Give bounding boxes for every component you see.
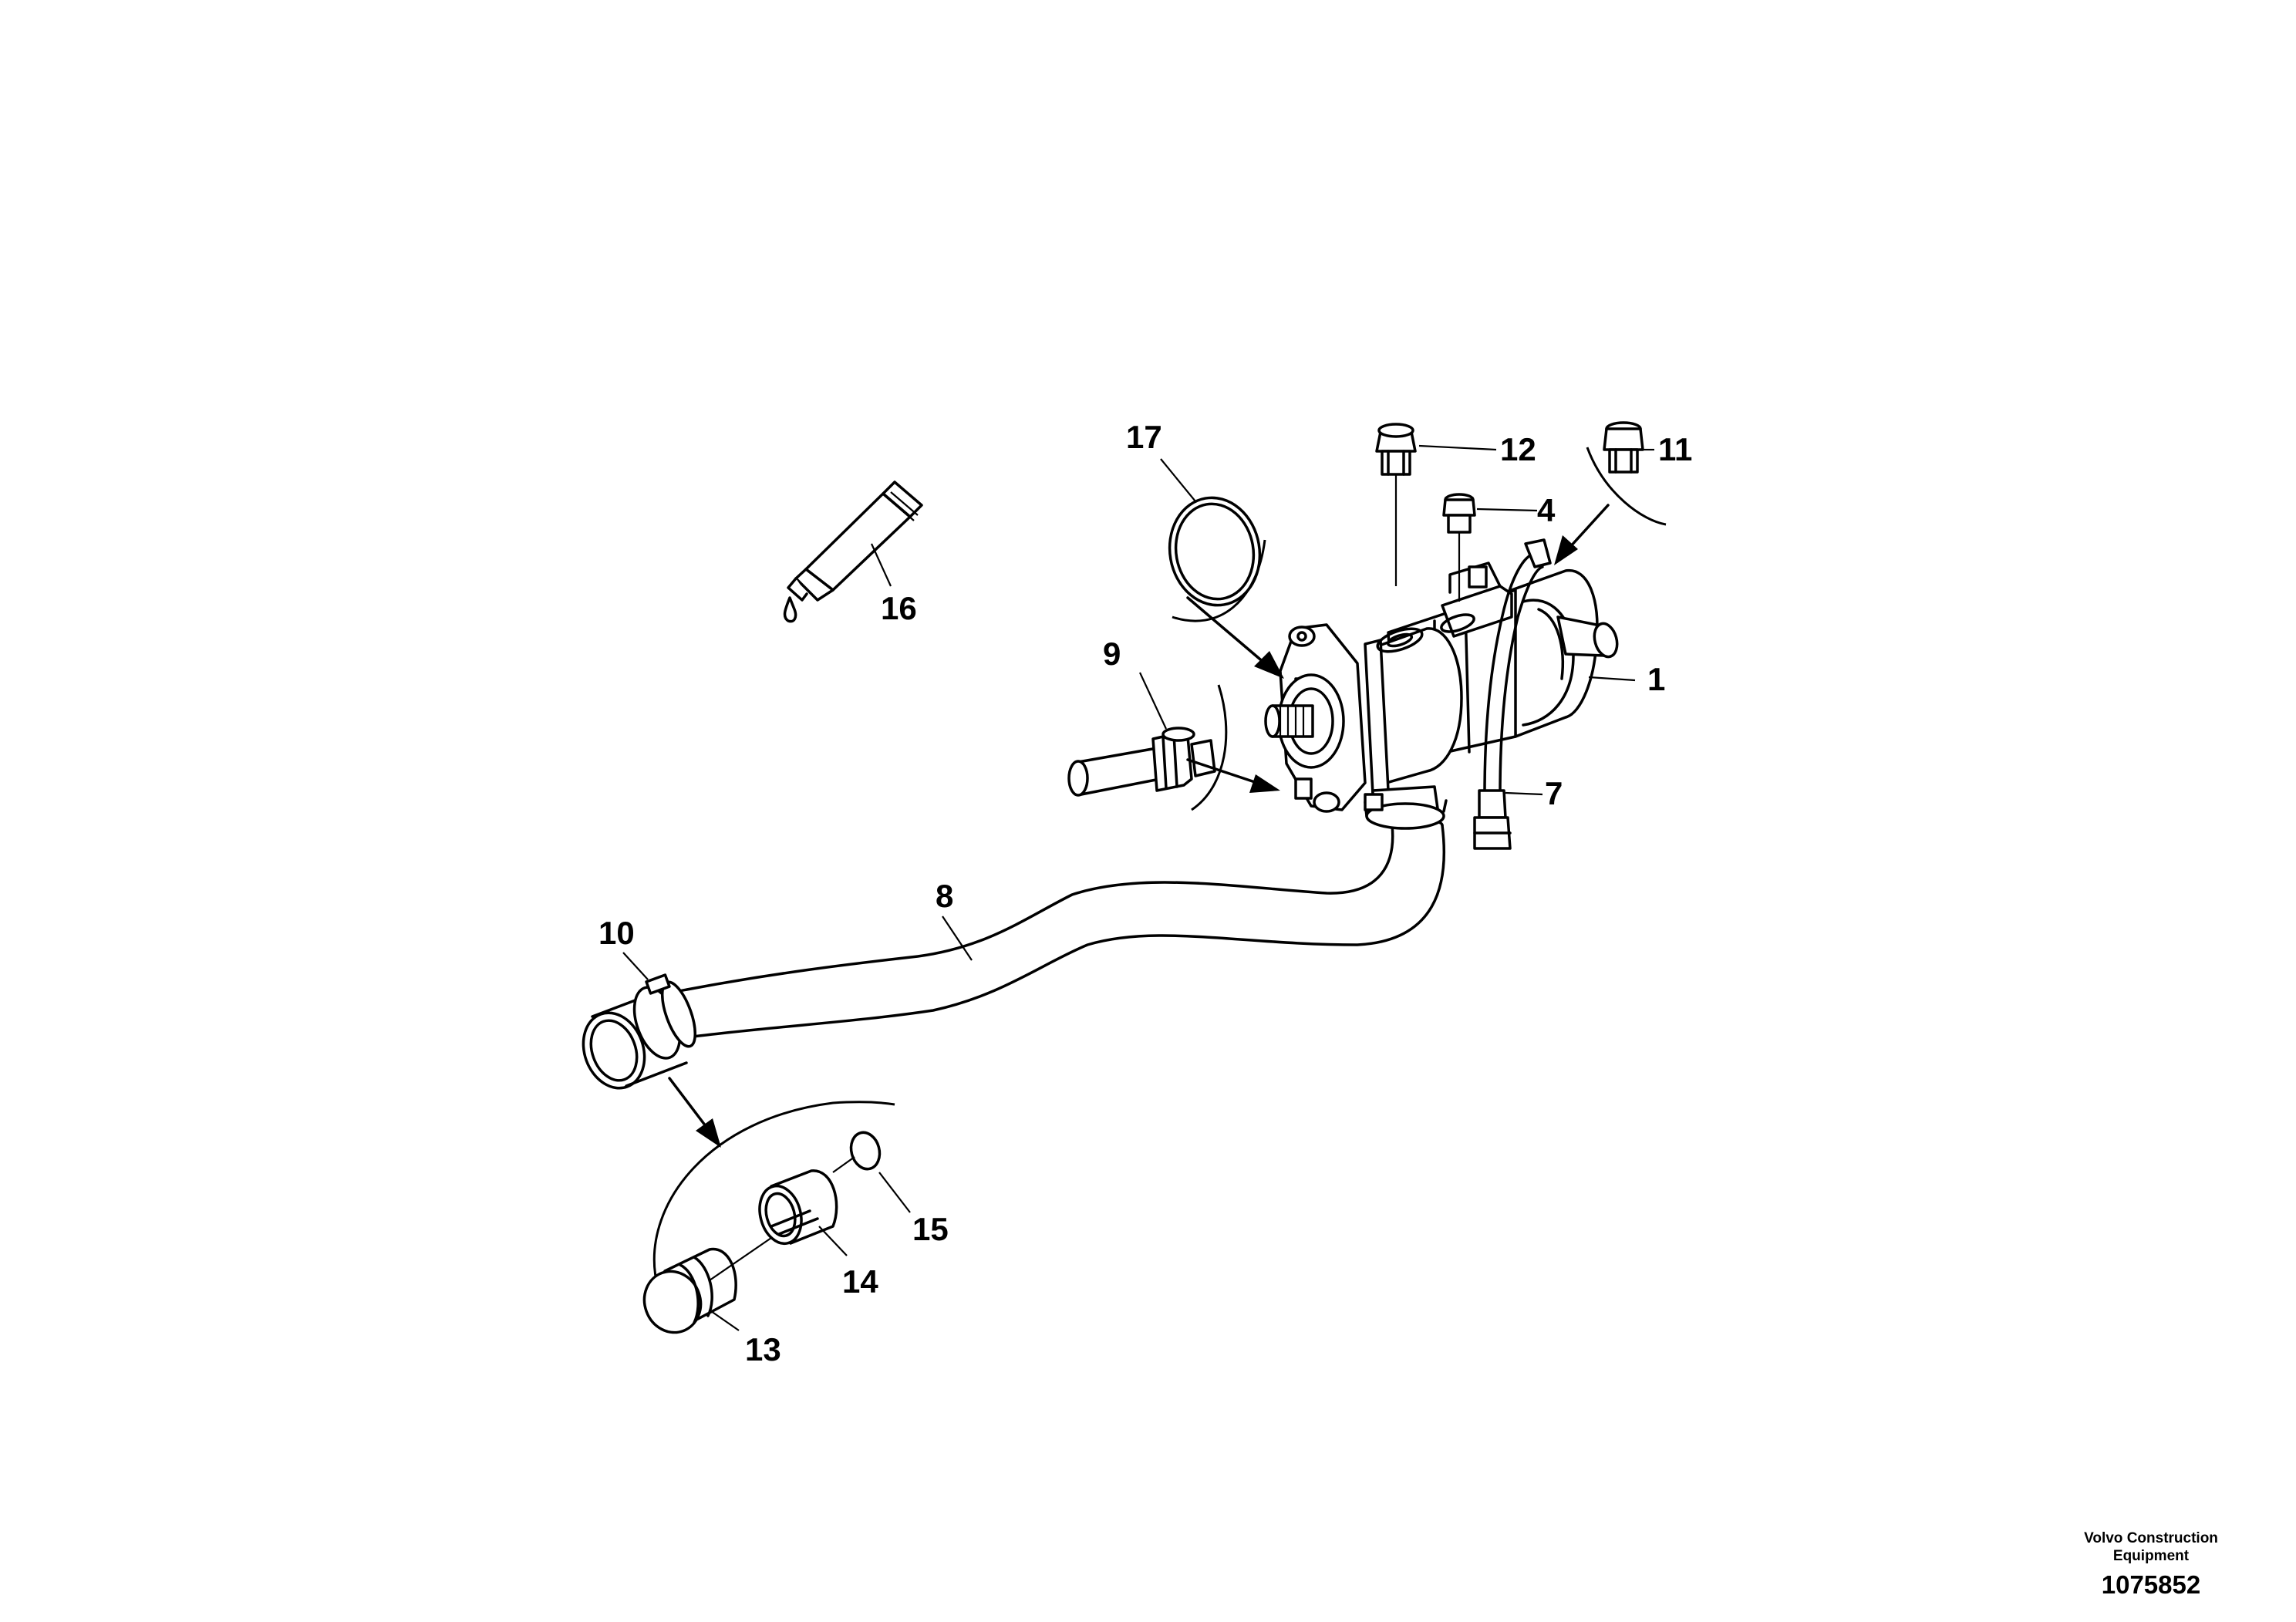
company-name-line2: Equipment <box>2112 1548 2190 1564</box>
bushing-part-13 <box>642 1247 737 1334</box>
company-name-line1: Volvo Construction <box>2084 1530 2218 1546</box>
pointer-arrows <box>668 504 1610 1148</box>
leader-lines <box>622 444 1654 1331</box>
hydraulic-pump-part-1 <box>1264 561 1619 830</box>
callout-7: 7 <box>1545 775 1563 811</box>
callout-8: 8 <box>936 878 953 914</box>
sleeve-part-14 <box>758 1169 838 1246</box>
shaft-plug-part-9 <box>1067 727 1216 797</box>
callout-15: 15 <box>912 1211 949 1247</box>
fitting-part-11 <box>1603 421 1644 474</box>
callout-4: 4 <box>1537 492 1556 528</box>
callout-1: 1 <box>1647 661 1665 697</box>
sealant-tube-part-16 <box>783 481 923 623</box>
callout-13: 13 <box>745 1331 781 1367</box>
callout-12: 12 <box>1500 431 1536 467</box>
hose-part-8 <box>677 818 1445 1039</box>
callout-14: 14 <box>842 1263 878 1300</box>
callout-10: 10 <box>598 915 635 951</box>
hose-end-coupling-part-10 <box>582 973 697 1090</box>
drawing-footer: Volvo Construction Equipment 1075852 <box>2051 1529 2251 1600</box>
o-ring-part-17 <box>1168 496 1262 607</box>
seal-washer-part-15 <box>849 1131 882 1171</box>
detail-view-arcs <box>652 447 1667 1277</box>
callout-11: 11 <box>1658 431 1692 467</box>
fitting-part-4 <box>1442 493 1476 602</box>
fitting-part-12 <box>1375 423 1417 586</box>
assembly-axis-line <box>709 1156 855 1281</box>
callout-17: 17 <box>1126 419 1162 455</box>
pipe-part-7 <box>1473 538 1552 850</box>
drawing-number: 1075852 <box>2101 1570 2201 1599</box>
callout-16: 16 <box>881 590 917 626</box>
callout-9: 9 <box>1103 636 1121 672</box>
